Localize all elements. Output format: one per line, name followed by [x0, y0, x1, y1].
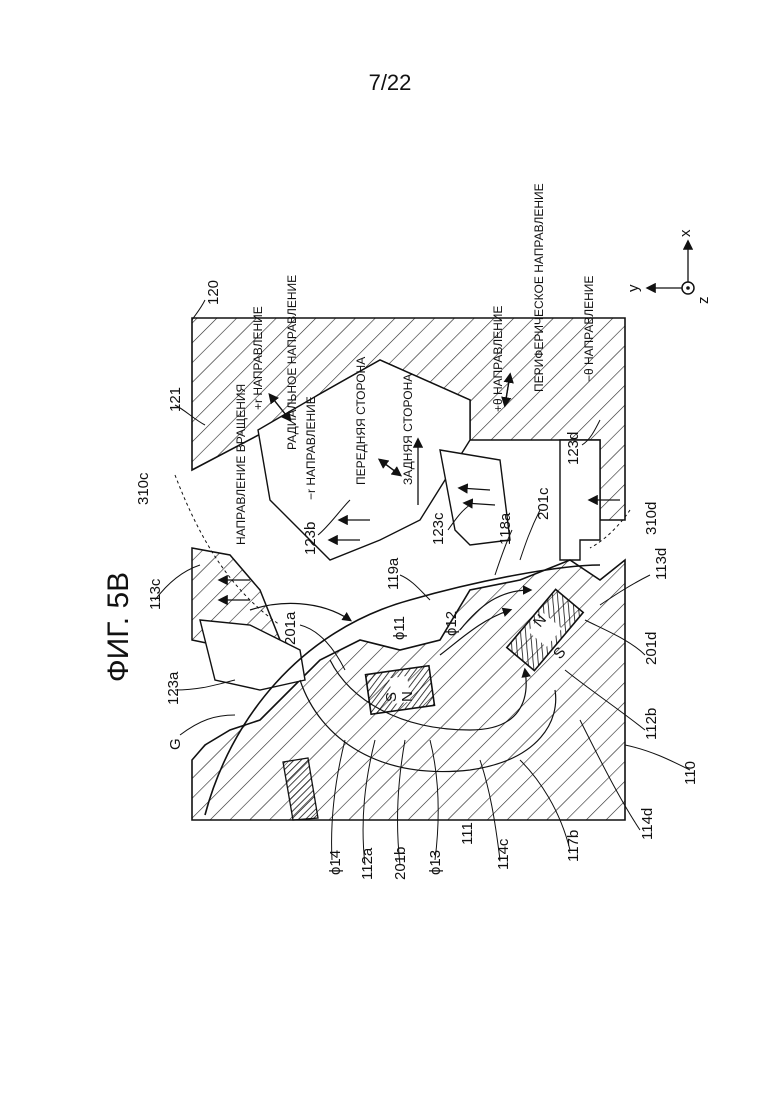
ref-201b: 201b [392, 847, 409, 880]
ref-111: 111 [459, 822, 476, 845]
ref-phi11: ϕ11 [391, 616, 408, 640]
ref-112b: 112b [643, 708, 660, 740]
ref-117b: 117b [565, 830, 582, 862]
term-theta-minus: −θ НАПРАВЛЕНИЕ [582, 276, 596, 382]
term-rear: ЗАДНЯЯ СТОРОНА [401, 374, 415, 485]
ref-110: 110 [682, 761, 699, 785]
ref-123b: 123b [302, 522, 319, 555]
ref-310d: 310d [643, 502, 660, 535]
ref-112a: 112a [359, 847, 376, 880]
ref-201a: 201a [282, 611, 299, 645]
figure-title: ФИГ. 5В [102, 572, 135, 682]
term-radial-plus: +r НАПРАВЛЕНИЕ [251, 306, 265, 410]
term-theta-plus: +θ НАПРАВЛЕНИЕ [491, 306, 505, 412]
pole-n1: N [399, 691, 416, 702]
term-front: ПЕРЕДНЯЯ СТОРОНА [354, 357, 368, 485]
ref-phi14: ϕ14 [327, 850, 344, 875]
ref-113d: 113d [653, 548, 670, 580]
term-radial-minus: −r НАПРАВЛЕНИЕ [304, 396, 318, 500]
pole-s1: S [383, 692, 400, 702]
ref-119a: 119a [385, 557, 402, 590]
term-radial: РАДИАЛЬНОЕ НАПРАВЛЕНИЕ [285, 275, 299, 450]
ref-113c: 113c [147, 578, 164, 610]
coordinate-axes [648, 242, 694, 294]
ref-118a: 118a [497, 512, 514, 545]
term-peripheral: ПЕРИФЕРИЧЕСКОЕ НАПРАВЛЕНИЕ [532, 183, 546, 392]
ref-123a: 123a [165, 671, 182, 705]
ref-120: 120 [205, 280, 222, 305]
ref-310c: 310c [135, 472, 152, 505]
ref-201d: 201d [643, 632, 660, 665]
ref-G: G [167, 738, 184, 750]
axis-x-label: x [677, 229, 694, 237]
ref-123d: 123d [565, 432, 582, 465]
axis-z-label: z [695, 297, 712, 305]
axis-y-label: y [625, 284, 642, 292]
ref-121: 121 [167, 387, 184, 412]
ref-phi12: ϕ12 [443, 611, 460, 636]
term-rotation: НАПРАВЛЕНИЕ ВРАЩЕНИЯ [234, 384, 248, 545]
ref-123c: 123c [430, 512, 447, 545]
ref-114d: 114d [639, 808, 656, 840]
